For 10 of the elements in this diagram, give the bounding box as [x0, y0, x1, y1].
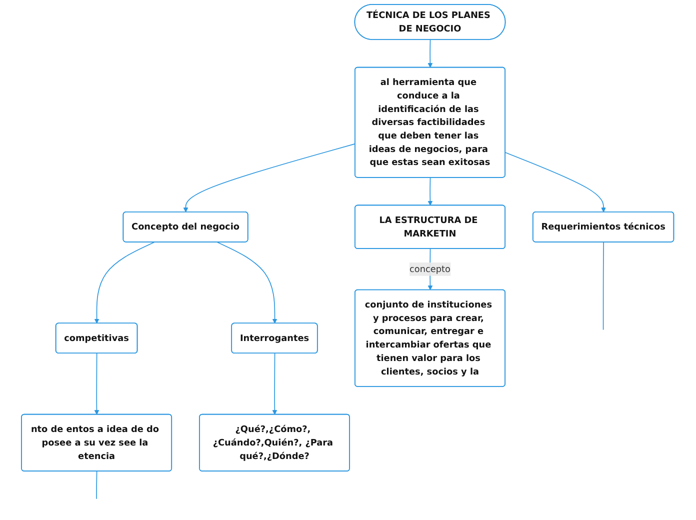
arrow: [428, 177, 434, 206]
connector: [603, 242, 604, 330]
arrow: [428, 39, 434, 68]
connector: [96, 470, 98, 500]
arrow: [272, 353, 278, 415]
arrow: [94, 353, 100, 415]
arrow: [505, 152, 606, 212]
arrow: [217, 242, 278, 324]
arrow: [94, 242, 155, 324]
arrow: [184, 143, 356, 212]
